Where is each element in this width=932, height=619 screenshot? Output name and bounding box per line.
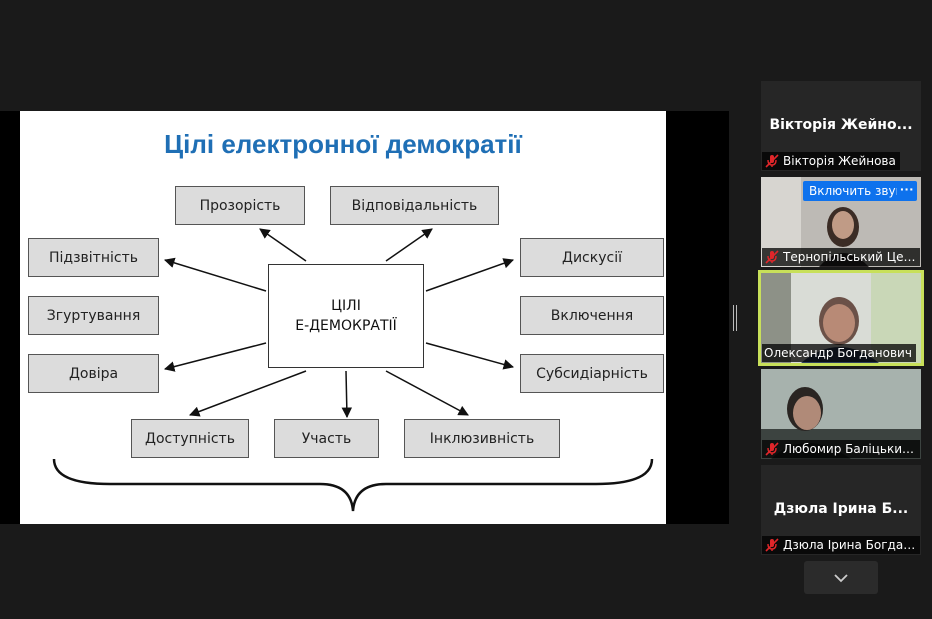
goal-trust: Довіра: [28, 354, 159, 393]
goal-discussions: Дискусії: [520, 238, 664, 277]
participant-tile-2[interactable]: Включить звук ··· Тернопільський Цен...: [761, 177, 921, 267]
center-line-1: ЦІЛІ: [331, 298, 361, 314]
presentation-slide: Цілі електронної демократії Прозорість В…: [20, 111, 666, 524]
participant-label: Любомир Баліцький ...: [762, 440, 920, 458]
participant-tile-1[interactable]: Вікторія Жейно... Вікторія Жейнова: [761, 81, 921, 171]
participant-tile-4[interactable]: Любомир Баліцький ...: [761, 369, 921, 459]
mic-muted-icon: [765, 538, 779, 552]
center-goals-box: ЦІЛІ Е-ДЕМОКРАТІЇ: [268, 264, 424, 368]
participant-name-large: Дзюла Ірина Б...: [773, 501, 909, 517]
goal-cohesion: Згуртування: [28, 296, 159, 335]
chevron-down-icon: [834, 573, 848, 582]
panel-resize-handle[interactable]: [733, 305, 737, 331]
mic-muted-icon: [765, 442, 779, 456]
center-line-2: Е-ДЕМОКРАТІЇ: [295, 318, 397, 334]
participant-label: Вікторія Жейнова: [762, 152, 900, 170]
mic-muted-icon: [765, 250, 779, 264]
participant-tile-3-active[interactable]: Олександр Богданович: [758, 270, 924, 366]
slide-title: Цілі електронної демократії: [164, 129, 522, 159]
diagram-arrows: [52, 228, 654, 512]
participant-label: Дзюла Ірина Богдані...: [762, 536, 920, 554]
participant-label: Олександр Богданович: [762, 344, 916, 362]
participant-name-large: Вікторія Жейно...: [769, 117, 913, 133]
participant-tile-5[interactable]: Дзюла Ірина Б... Дзюла Ірина Богдані...: [761, 465, 921, 555]
goal-responsibility: Відповідальність: [330, 186, 499, 225]
goal-inclusion: Включення: [520, 296, 664, 335]
goal-accountability: Підзвітність: [28, 238, 159, 277]
participant-label: Тернопільський Цен...: [762, 248, 920, 266]
goal-transparency: Прозорість: [175, 186, 305, 225]
goal-accessibility: Доступність: [131, 419, 249, 458]
mic-muted-icon: [765, 154, 779, 168]
scroll-participants-down-button[interactable]: [804, 561, 878, 594]
goal-participation: Участь: [274, 419, 379, 458]
more-options-button[interactable]: ···: [897, 181, 917, 201]
unmute-request-button[interactable]: Включить звук: [803, 181, 909, 201]
goal-subsidiarity: Субсидіарність: [520, 354, 664, 393]
goal-inclusiveness: Інклюзивність: [404, 419, 560, 458]
